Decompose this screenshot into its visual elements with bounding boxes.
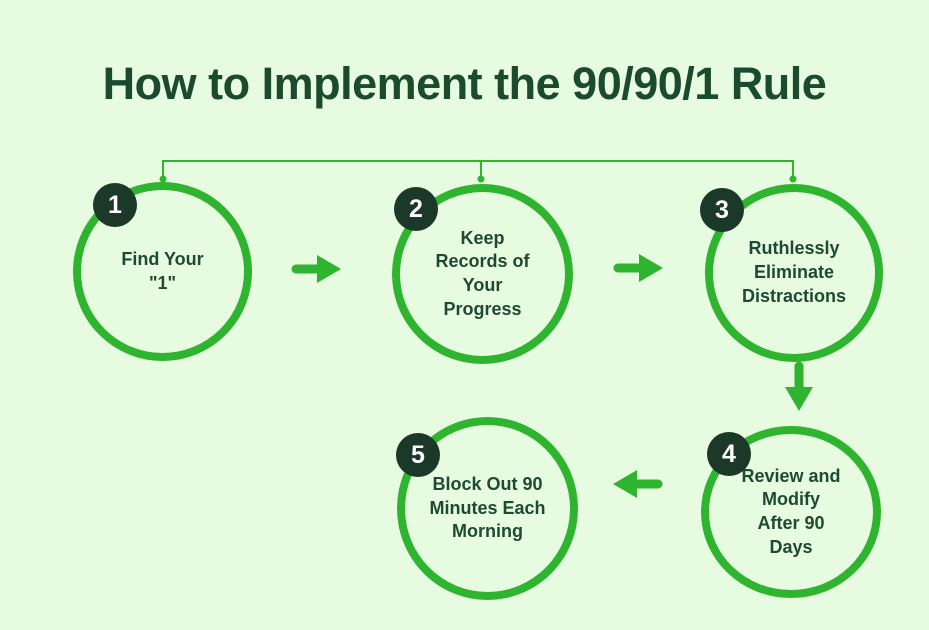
step-circle-4: Review and Modify After 90 Days [701,426,881,598]
step-circle-2: Keep Records of Your Progress [392,184,573,364]
step-label-1: Find Your "1" [121,248,204,293]
page-title: How to Implement the 90/90/1 Rule [102,58,827,109]
bracket-connector [159,160,797,183]
arrow-down-icon [785,361,813,411]
step-number-badge-4: 4 [707,432,751,476]
step-circle-1: Find Your "1" [73,182,252,361]
arrow-right-icon [291,255,341,283]
step-circle-3: Ruthlessly Eliminate Distractions [705,184,883,362]
arrow-right-icon [613,254,663,282]
step-label-2: Keep Records of Your Progress [435,227,530,319]
step-number-badge-1: 1 [93,183,137,227]
step-circle-5: Block Out 90 Minutes Each Morning [397,417,578,600]
step-number-badge-5: 5 [396,433,440,477]
step-label-5: Block Out 90 Minutes Each Morning [429,473,546,542]
step-number-badge-3: 3 [700,188,744,232]
step-number-badge-2: 2 [394,187,438,231]
arrow-left-icon [613,470,663,498]
step-label-4: Review and Modify After 90 Days [741,465,841,557]
step-label-3: Ruthlessly Eliminate Distractions [741,238,847,306]
